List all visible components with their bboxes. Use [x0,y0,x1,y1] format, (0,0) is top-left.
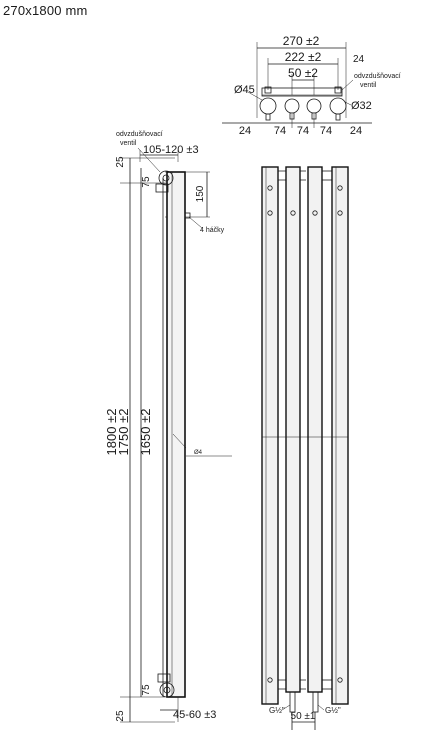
dim-45-60: 45-60 ±3 [173,709,216,721]
hook-marker [184,212,191,219]
dim-1750: 1750 ±2 [116,409,131,456]
dim-270: 270 ±2 [283,34,320,48]
conn-right: G½" [325,706,341,715]
dim-24-right: 24 [353,54,365,65]
drawing-title: 270x1800 mm [3,3,88,18]
dim-25-top: 25 [115,156,126,168]
tube-inner-right [306,98,322,114]
vent-label-side-2: ventil [120,140,137,147]
dim-222: 222 ±2 [285,50,322,64]
dim-bottom-24-left: 24 [239,125,251,137]
dim-25-bottom: 25 [115,710,126,722]
dim-bottom-74-b: 74 [297,125,309,137]
vent-label-top-1: odvzdušňovací [354,73,401,80]
front-bar-4 [331,166,349,705]
cap-outer-right [329,97,347,115]
dim-bottom-24-right: 24 [350,125,362,137]
cap-outer-left [259,97,277,115]
dim-105-120: 105-120 ±3 [143,144,199,156]
dim-bottom-74-c: 74 [320,125,332,137]
dim-1800: 1800 ±2 [104,409,119,456]
conn-left: G½" [269,706,285,715]
dia-pin: Ø4 [194,450,203,456]
side-bar [166,171,186,698]
dim-1650: 1650 ±2 [138,409,153,456]
dim-bottom-74-a: 74 [274,125,286,137]
dim-150: 150 [195,185,206,202]
front-bar-2 [285,166,301,693]
side-view: 25 75 150 1800 ±2 1750 ±2 1650 ±2 4 háčk… [104,131,232,723]
front-bar-1 [261,166,279,705]
dim-75-bottom: 75 [141,684,152,696]
dim-75-top: 75 [141,176,152,188]
vent-label-side-1: odvzdušňovací [116,131,163,138]
dim-50: 50 ±2 [288,66,318,80]
side-cap-top [158,170,174,186]
hooks-label: 4 háčky [200,227,225,234]
front-view: G½" G½" 50 ±1 [261,166,349,730]
dia-32: Ø32 [351,100,372,112]
front-bar-3 [307,166,323,693]
top-view: 270 ±2 222 ±2 24 50 ±2 Ø45 Ø32 odvzdušňo… [222,34,401,137]
dim-50-front: 50 ±1 [291,711,316,722]
vent-label-top-2: ventil [360,82,377,89]
tube-inner-left [284,98,300,114]
side-cap-bottom [159,682,175,698]
